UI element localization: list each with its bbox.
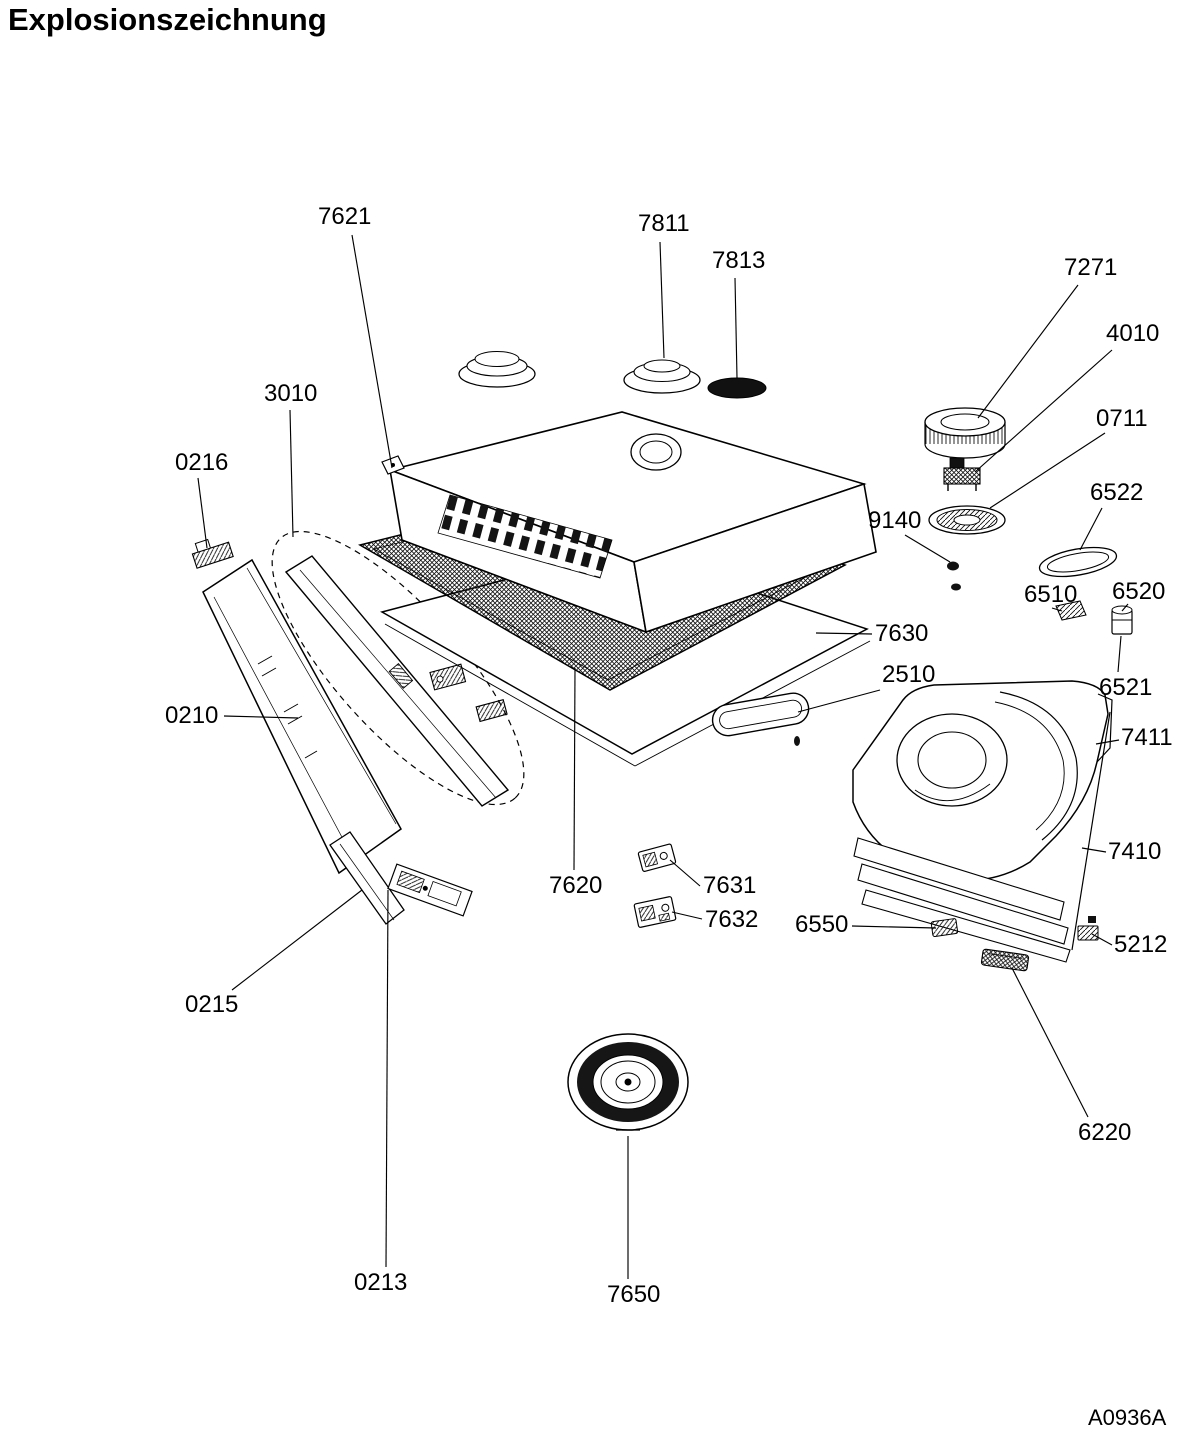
leader-4010 <box>974 349 1113 473</box>
part-label-7632: 7632 <box>705 906 759 933</box>
part-label-7811: 7811 <box>638 210 690 237</box>
part-label-7630: 7630 <box>875 620 929 647</box>
part-label-0215: 0215 <box>185 991 239 1018</box>
part-label-3010: 3010 <box>264 380 318 407</box>
bracket-0213 <box>387 863 473 917</box>
screw-9140 <box>947 561 959 571</box>
leader-7410 <box>1081 847 1107 853</box>
leader-0711 <box>989 432 1106 509</box>
leader-6521 <box>1117 635 1122 673</box>
leader-0216 <box>197 477 208 549</box>
part-label-0216: 0216 <box>175 449 229 476</box>
clip-7631 <box>637 843 677 872</box>
part-label-7271: 7271 <box>1064 254 1118 281</box>
round-filter-7650 <box>567 1033 689 1131</box>
part-label-6510: 6510 <box>1024 581 1078 608</box>
leader-3010 <box>289 409 294 538</box>
part-label-6550: 6550 <box>795 911 849 938</box>
part-label-6220: 6220 <box>1078 1119 1132 1146</box>
part-label-7631: 7631 <box>703 872 757 899</box>
leader-7630 <box>815 632 873 635</box>
leader-2510 <box>797 689 881 713</box>
leader-0215 <box>231 889 363 991</box>
part-label-7620: 7620 <box>549 872 603 899</box>
leader-7621 <box>351 234 393 469</box>
part-label-7813: 7813 <box>712 247 766 274</box>
part-label-6520: 6520 <box>1112 578 1166 605</box>
leader-6522 <box>1079 507 1103 551</box>
blower-housing <box>852 680 1113 963</box>
leader-7632 <box>671 911 703 920</box>
part-label-0711: 0711 <box>1096 405 1148 432</box>
leader-9140 <box>904 534 951 563</box>
leader-0210 <box>223 715 299 719</box>
hood-body <box>381 411 877 634</box>
glass-panel <box>202 558 402 875</box>
part-label-6521: 6521 <box>1099 674 1153 701</box>
part-label-4010: 4010 <box>1106 320 1160 347</box>
part-label-6522: 6522 <box>1090 479 1144 506</box>
part-label-0213: 0213 <box>354 1269 408 1296</box>
part-label-0210: 0210 <box>165 702 219 729</box>
part-label-7621: 7621 <box>318 203 372 230</box>
part-label-7411: 7411 <box>1121 724 1173 751</box>
leader-7620 <box>573 667 576 871</box>
leader-7271 <box>977 284 1079 419</box>
part-label-7650: 7650 <box>607 1281 661 1308</box>
handle-2510 <box>711 692 810 746</box>
leader-0213 <box>385 889 389 1268</box>
leader-6550 <box>851 925 937 929</box>
leader-6220 <box>1011 967 1089 1118</box>
leader-7811 <box>659 241 665 359</box>
leader-7813 <box>734 277 738 379</box>
leader-7631 <box>669 859 701 887</box>
part-label-5212: 5212 <box>1114 931 1168 958</box>
leader-6510 <box>1051 607 1063 612</box>
drawing-code: A0936A <box>1088 1405 1167 1430</box>
trim-strip <box>284 555 510 807</box>
part-label-9140: 9140 <box>868 507 922 534</box>
mounting-clips <box>429 663 508 723</box>
leader-5212 <box>1091 933 1113 946</box>
part-label-7410: 7410 <box>1108 838 1162 865</box>
lamp-parts <box>1055 600 1133 635</box>
clip-7632 <box>633 896 677 928</box>
leader-7411 <box>1095 739 1120 745</box>
ring-6522 <box>1038 546 1118 578</box>
small-fittings <box>930 916 1099 972</box>
strip-0215 <box>329 831 405 925</box>
trim-strip-envelope <box>271 530 525 806</box>
part-label-2510: 2510 <box>882 661 936 688</box>
leader-6520 <box>1121 603 1129 612</box>
carbon-filter-assembly <box>924 407 1006 591</box>
page-title: Explosionszeichnung <box>8 2 327 37</box>
